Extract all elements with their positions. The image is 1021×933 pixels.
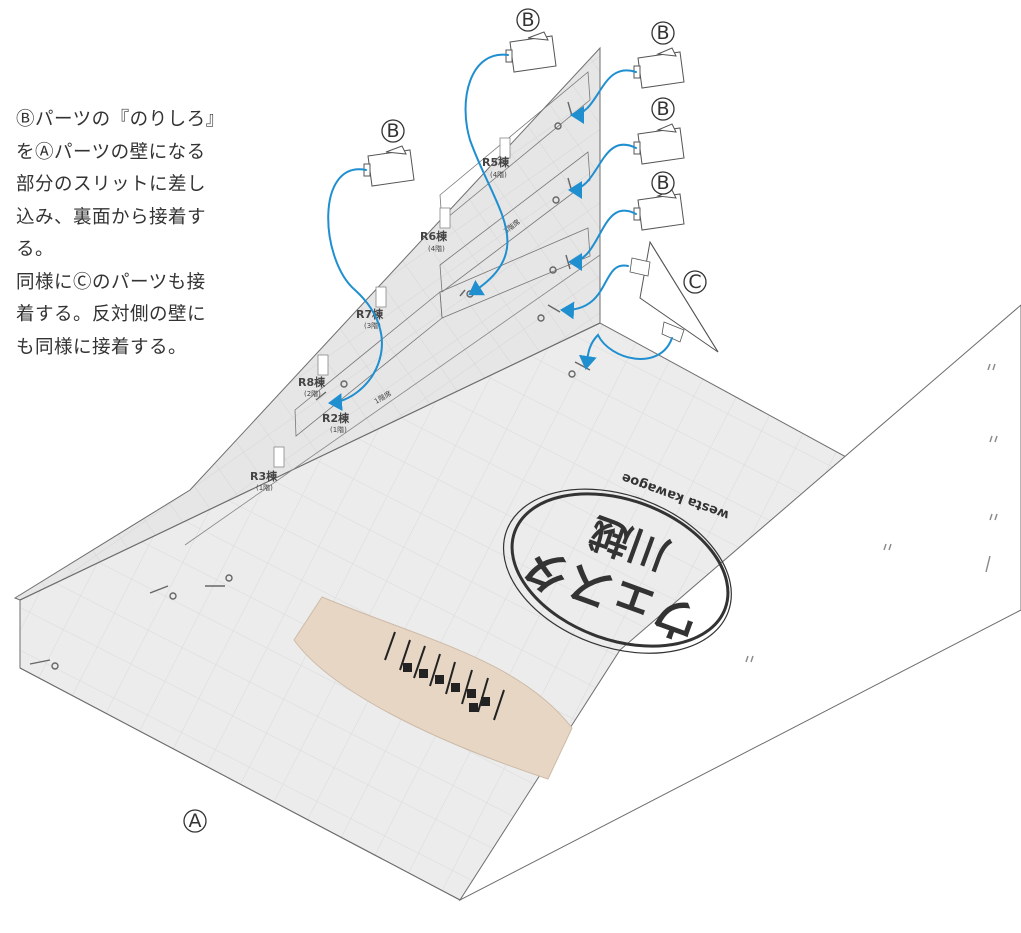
svg-text:B: B — [656, 172, 669, 194]
part-a-left-wall — [13, 46, 601, 601]
svg-text:B: B — [521, 9, 534, 31]
part-markers: B B B B B C A — [183, 8, 707, 833]
stage-markings — [384, 631, 505, 721]
room-label-r5: R5棟 — [482, 155, 510, 169]
room-label-r8: R8棟 — [298, 375, 326, 389]
part-b-piece — [633, 123, 685, 165]
part-b-piece — [633, 189, 685, 231]
room-floor-r3: (1階) — [256, 483, 273, 492]
svg-text:A: A — [189, 810, 202, 832]
part-b-piece — [633, 47, 685, 89]
room-floor-r6: (4階) — [428, 244, 445, 253]
room-label-r6: R6棟 — [420, 229, 448, 243]
instruction-text: Ⓑパーツの『のりしろ』 をⒶパーツの壁になる 部分のスリットに差し 込み、裏面か… — [16, 104, 276, 364]
part-c-piece — [629, 240, 719, 353]
instruction-line: Ⓑパーツの『のりしろ』 — [16, 109, 225, 130]
svg-text:B: B — [656, 22, 669, 44]
stage-floor — [293, 596, 573, 780]
instruction-line: る。 — [16, 239, 55, 260]
instruction-line: 着する。反対側の壁に — [16, 304, 207, 325]
room-floor-r5: (4階) — [490, 170, 507, 179]
svg-text:B: B — [656, 98, 669, 120]
room-floor-r7: (3階) — [364, 321, 381, 330]
part-a-right-wall — [458, 304, 1021, 902]
svg-text:B: B — [386, 120, 399, 142]
marker-b-2: B — [651, 21, 675, 45]
part-b-piece — [363, 145, 415, 187]
marker-b-4: B — [651, 171, 675, 195]
room-label-r7: R7棟 — [356, 307, 384, 321]
wall-seat-slots — [273, 137, 511, 468]
assembly-arrows — [327, 53, 673, 412]
room-label-r3: R3棟 — [250, 469, 278, 483]
instruction-line: も同様に接着する。 — [16, 336, 188, 358]
room-label-r2: R2棟 — [322, 411, 350, 425]
instruction-line: 込み、裏面から接着す — [16, 206, 207, 228]
room-floor-r2: (1階) — [330, 425, 347, 434]
right-wall-slits — [745, 363, 998, 663]
svg-text:C: C — [688, 271, 701, 293]
instruction-line: をⒶパーツの壁になる — [16, 141, 206, 163]
instruction-line: 部分のスリットに差し — [16, 174, 207, 195]
instruction-line: 同様にⒸのパーツも接 — [16, 271, 206, 293]
marker-b-3: B — [651, 97, 675, 121]
room-floor-r8: (2階) — [304, 389, 321, 398]
marker-b-5: B — [381, 119, 405, 143]
marker-c: C — [683, 270, 707, 294]
part-b-pieces — [363, 31, 685, 231]
marker-b-1: B — [516, 8, 540, 32]
part-b-piece — [505, 31, 557, 73]
marker-a: A — [183, 809, 207, 833]
